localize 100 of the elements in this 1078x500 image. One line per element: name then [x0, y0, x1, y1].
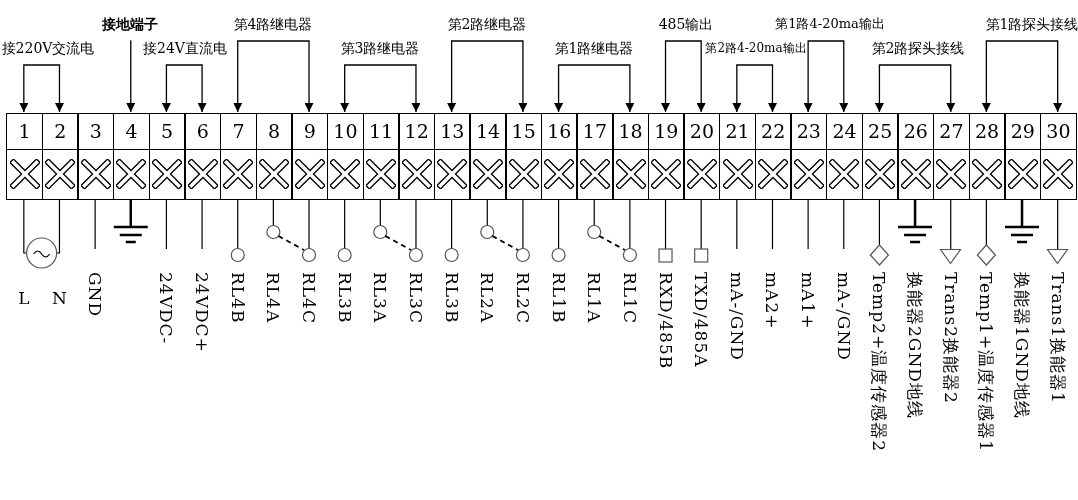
- terminal-block: [255, 113, 293, 200]
- pin-label: mA1+: [798, 272, 819, 330]
- terminal-number: 14: [474, 119, 502, 144]
- bracket-arrow: [184, 64, 207, 113]
- terminal-block: [184, 113, 222, 200]
- terminal-block: [897, 113, 935, 200]
- terminal-number: 3: [88, 119, 103, 144]
- terminal-number: 6: [195, 119, 210, 144]
- terminal-number: 19: [653, 119, 680, 144]
- pin-label: Trans2换能器2: [940, 272, 961, 404]
- terminal-block: [291, 113, 329, 200]
- terminal-block: [41, 113, 79, 200]
- terminal-block: [825, 113, 864, 200]
- terminal-block: [647, 113, 685, 200]
- terminal-number: 18: [617, 119, 644, 144]
- terminal-block: [968, 113, 1006, 200]
- pin-label: TXD/485A: [691, 272, 712, 368]
- bracket-arrow: [917, 64, 956, 113]
- bracket-arrow: [981, 40, 1033, 113]
- group-label: 第2路4-20ma输出: [705, 38, 807, 65]
- bracket-arrow: [874, 64, 919, 113]
- bracket-arrow: [272, 40, 314, 113]
- terminal-block: [398, 113, 436, 200]
- terminal-number: 24: [831, 119, 858, 144]
- group-label: 第4路继电器: [233, 14, 313, 41]
- terminal-block: [112, 113, 151, 200]
- terminal-block: [576, 113, 614, 200]
- terminal-number: 21: [724, 119, 751, 144]
- terminal-block: [861, 113, 899, 200]
- terminal-number: 17: [581, 119, 609, 144]
- terminal-number: 4: [124, 119, 139, 144]
- terminal-block: [754, 113, 792, 200]
- pin-label: GND: [85, 272, 106, 318]
- terminal-number: 15: [510, 119, 537, 144]
- pin-label: RL3A: [370, 272, 391, 324]
- pin-label: RL3B: [441, 272, 462, 324]
- terminal-block: [77, 113, 115, 200]
- bracket-arrow: [732, 64, 757, 113]
- group-label: 第1路继电器: [554, 38, 634, 65]
- terminal-block: [932, 113, 971, 200]
- pin-label: N: [52, 288, 67, 308]
- bracket-arrow: [47, 64, 64, 113]
- group-label: 第2路探头接线: [871, 38, 965, 65]
- bracket-arrow: [126, 40, 136, 113]
- terminal-number: 13: [439, 119, 466, 144]
- pin-label: RXD/485B: [655, 272, 676, 370]
- terminal-block: [1039, 113, 1077, 200]
- terminal-number: 9: [302, 119, 317, 144]
- terminal-number: 1: [17, 119, 32, 144]
- group-label: 第2路继电器: [447, 14, 527, 41]
- pin-label: mA-/GND: [833, 272, 854, 361]
- pin-label: 换能器2GND地线: [905, 272, 926, 419]
- bracket-arrow: [1031, 40, 1063, 113]
- pin-label: RL4A: [263, 272, 284, 324]
- group-label: 第3路继电器: [340, 38, 420, 65]
- pin-label: RL4C: [299, 272, 319, 324]
- bracket-arrow: [593, 64, 635, 113]
- terminal-number: 20: [688, 119, 715, 144]
- bracket-arrow: [486, 40, 528, 113]
- terminal-block: [1004, 113, 1042, 200]
- terminal-number: 16: [546, 119, 573, 144]
- pin-label: Temp2+温度传感器2: [869, 272, 890, 452]
- terminal-block: [612, 113, 650, 200]
- terminal-block: [326, 113, 364, 200]
- terminal-number: 29: [1009, 119, 1036, 144]
- bracket-arrow: [161, 64, 186, 113]
- bracket-arrow: [803, 40, 831, 113]
- group-label: 接220V交流电: [1, 38, 95, 65]
- terminal-block: [505, 113, 543, 200]
- terminal-number: 11: [367, 119, 395, 144]
- pin-label: RL2C: [512, 272, 533, 324]
- group-label: 485输出: [658, 14, 714, 41]
- terminal-block: [790, 113, 828, 200]
- bracket-arrow: [685, 40, 706, 113]
- terminal-number: 12: [403, 119, 430, 144]
- terminal-number: 28: [974, 119, 1001, 144]
- bracket-arrow: [340, 64, 381, 113]
- terminal-number: 5: [160, 119, 175, 144]
- lead-wire: [1057, 199, 1059, 250]
- pin-label: RL3B: [334, 272, 355, 324]
- pin-label: RL4B: [227, 272, 248, 324]
- bracket-arrow: [19, 64, 49, 113]
- group-label: 第1路4-20ma输出: [775, 14, 885, 41]
- terminal-block: [362, 113, 400, 200]
- pin-label: Trans1换能器1: [1047, 272, 1068, 404]
- pin-label: 24VDC-: [156, 272, 177, 345]
- bracket-arrow: [829, 40, 849, 113]
- terminal-block: [433, 113, 471, 200]
- terminal-number: 7: [231, 119, 246, 144]
- bracket-arrow: [554, 64, 595, 113]
- pin-label: 换能器1GND地线: [1012, 272, 1032, 419]
- bracket-arrow: [755, 64, 777, 113]
- terminal-number: 26: [902, 119, 929, 144]
- group-label: 接地端子: [102, 14, 159, 41]
- terminal-block: [6, 113, 44, 200]
- terminal-block: [683, 113, 721, 200]
- pin-label: RL1A: [584, 272, 605, 324]
- bracket-arrow: [447, 40, 488, 113]
- pin-label: RL3C: [405, 272, 426, 324]
- pin-label: 24VDC+: [192, 272, 213, 353]
